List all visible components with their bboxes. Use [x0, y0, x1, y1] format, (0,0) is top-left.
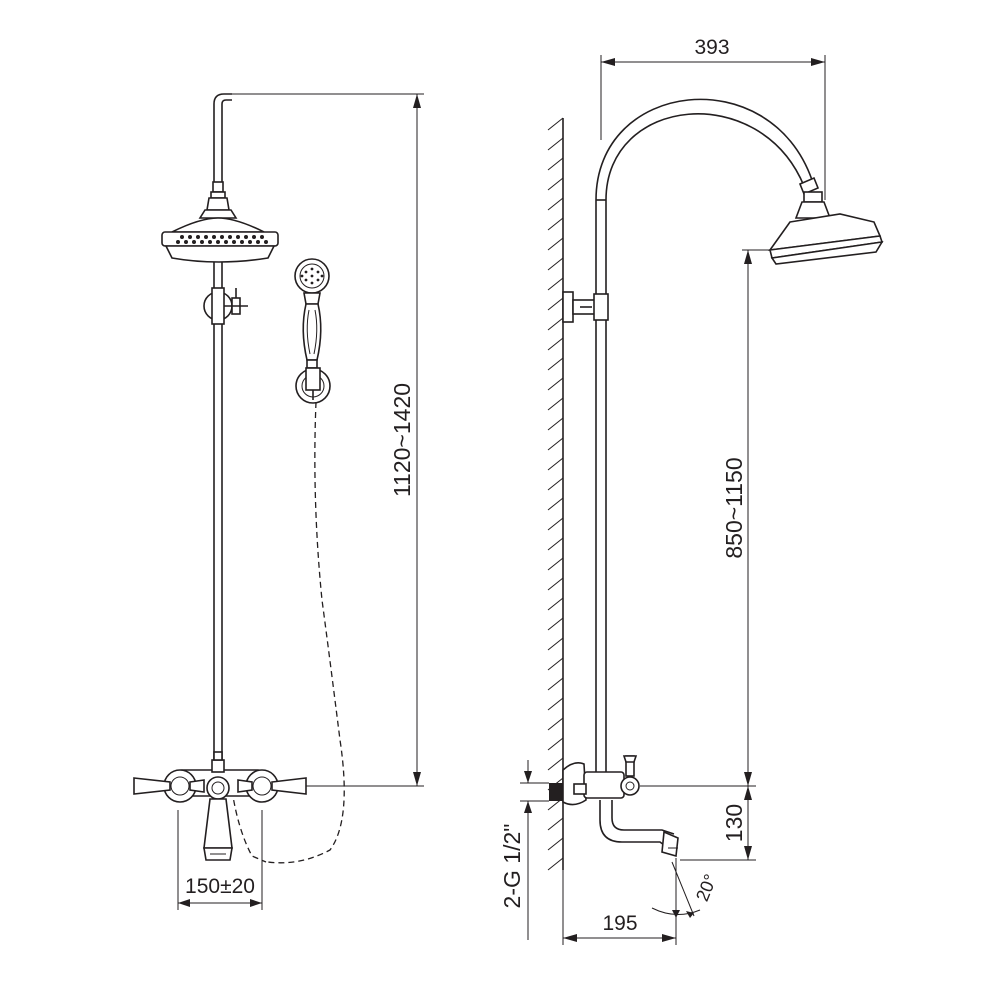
dimension-inlet-thread: 2-G 1/2" — [499, 760, 549, 940]
dimension-total-height: 1120~1420 — [232, 93, 424, 787]
hand-shower-holder — [295, 367, 331, 404]
shower-head-nozzles — [176, 235, 268, 244]
dimension-handle-spacing: 150±20 — [177, 810, 263, 910]
shower-head-connector — [198, 181, 238, 219]
riser-arm-side — [595, 98, 813, 772]
hand-shower — [294, 258, 330, 369]
bath-spout-side — [599, 800, 679, 858]
inlet-thread-label: 2-G 1/2" — [499, 824, 525, 909]
total-height-label: 1120~1420 — [389, 383, 415, 497]
slide-bracket-side — [562, 291, 609, 323]
handle-spacing-label: 150±20 — [185, 875, 255, 898]
rain-shower-head-side — [768, 213, 884, 265]
spout-reach-label: 195 — [602, 912, 637, 935]
head-height-label: 850~1150 — [721, 457, 747, 558]
front-view: 1120~1420 150±20 — [133, 93, 424, 910]
dimension-head-height: 850~1150 — [721, 249, 770, 786]
arm-reach-label: 393 — [694, 36, 729, 59]
rain-shower-head-front — [161, 217, 279, 263]
dimension-spout-height: 130 — [640, 785, 756, 861]
dimension-arm-reach: 393 — [600, 36, 826, 200]
bath-spout-front — [203, 798, 233, 861]
wall-hatching — [547, 117, 564, 871]
mixer-body-side — [549, 755, 640, 806]
spout-height-label: 130 — [721, 804, 747, 842]
side-view: 393 850~1150 130 195 — [499, 36, 884, 945]
dimension-spout-reach: 195 — [562, 858, 677, 945]
spout-angle-label: 20° — [692, 871, 721, 904]
dimension-spout-angle: 20° — [651, 858, 721, 918]
slide-bracket-front — [203, 287, 248, 325]
left-handle — [133, 769, 205, 803]
right-handle — [237, 769, 307, 803]
